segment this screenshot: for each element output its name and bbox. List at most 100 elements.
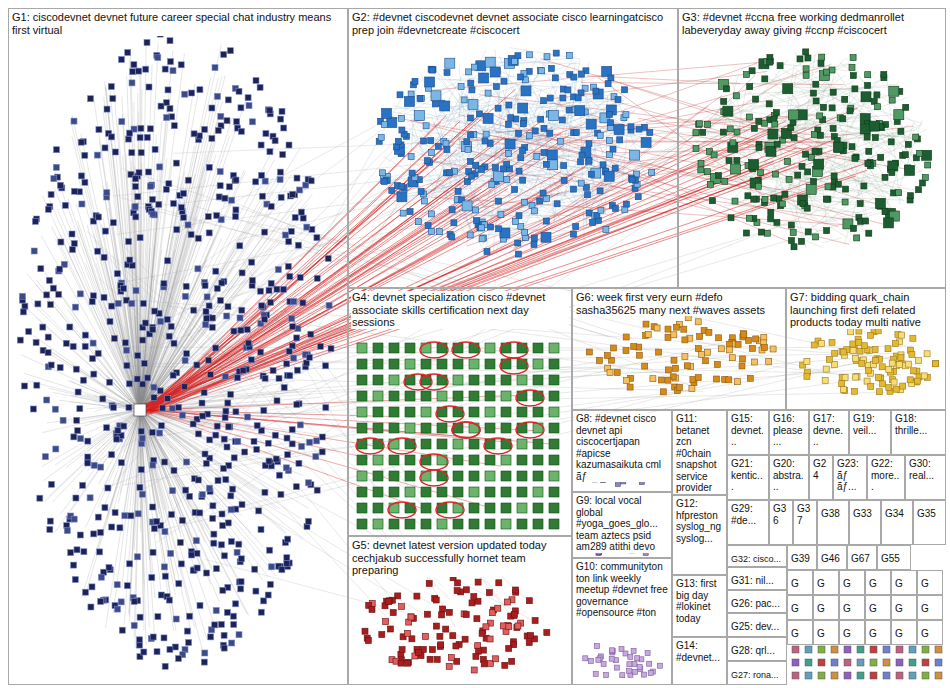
vertex-square <box>440 101 450 111</box>
network-edge <box>849 102 913 155</box>
network-edge <box>140 234 170 410</box>
vertex-square <box>482 138 488 144</box>
vertex-square <box>218 297 224 303</box>
network-edge <box>122 97 140 410</box>
vertex-square <box>91 462 97 468</box>
vertex-square <box>168 323 174 329</box>
vertex-square <box>280 152 286 158</box>
network-edge <box>86 410 141 527</box>
network-edge <box>140 410 277 509</box>
vertex-square <box>267 149 273 155</box>
network-edge <box>495 49 501 140</box>
network-edge <box>147 134 821 406</box>
vertex-square <box>111 335 117 341</box>
vertex-square <box>290 191 296 197</box>
vertex-square <box>425 223 431 229</box>
vertex-square <box>164 317 170 323</box>
vertex-square <box>286 239 292 245</box>
vertex-square <box>214 286 220 292</box>
vertex-square <box>408 91 414 97</box>
vertex-square <box>228 539 234 545</box>
vertex-square <box>399 184 405 190</box>
network-edge <box>806 116 857 196</box>
vertex-square <box>197 87 203 93</box>
network-edge <box>140 410 242 516</box>
vertex-square <box>71 241 77 247</box>
vertex-square <box>444 70 450 76</box>
vertex-square <box>593 89 603 99</box>
vertex-square <box>71 516 77 522</box>
network-edge <box>62 296 140 410</box>
vertex-square <box>249 259 255 265</box>
vertex-square <box>194 565 200 571</box>
vertex-square <box>395 138 401 144</box>
vertex-square <box>51 176 57 182</box>
vertex-square <box>238 105 244 111</box>
vertex-square <box>236 541 242 547</box>
vertex-square <box>458 84 464 90</box>
network-edge <box>140 410 177 588</box>
network-edge <box>78 176 140 410</box>
vertex-square <box>314 235 320 241</box>
vertex-square <box>44 397 50 403</box>
vertex-square <box>615 97 621 103</box>
vertex-square <box>612 165 618 171</box>
vertex-square <box>124 363 130 369</box>
network-edge <box>459 67 466 135</box>
vertex-square <box>49 481 55 487</box>
vertex-square <box>52 406 58 412</box>
vertex-square <box>496 198 502 204</box>
vertex-square <box>79 173 85 179</box>
vertex-square <box>102 505 108 511</box>
vertex-square <box>129 150 135 156</box>
vertex-square <box>165 396 171 402</box>
vertex-square <box>138 150 144 156</box>
vertex-square <box>149 575 155 581</box>
vertex-square <box>162 459 168 465</box>
vertex-square <box>234 549 240 555</box>
vertex-square <box>262 316 268 322</box>
network-edge <box>94 410 140 449</box>
vertex-square <box>810 90 816 96</box>
vertex-square <box>803 66 809 72</box>
vertex-square <box>171 468 177 474</box>
vertex-square <box>294 335 300 341</box>
vertex-square <box>226 184 232 190</box>
vertex-square <box>206 303 212 309</box>
network-edge <box>851 147 869 225</box>
network-edge <box>194 377 703 391</box>
vertex-square <box>162 529 168 535</box>
vertex-square <box>308 178 314 184</box>
network-edge <box>776 194 847 237</box>
vertex-square <box>85 438 91 444</box>
vertex-square <box>75 389 81 395</box>
vertex-square <box>593 88 599 94</box>
network-edge <box>752 91 900 148</box>
vertex-square <box>378 135 384 141</box>
vertex-square <box>268 203 274 209</box>
vertex-square <box>432 101 438 107</box>
vertex-square <box>195 431 201 437</box>
network-edge <box>152 122 441 408</box>
vertex-square <box>126 381 132 387</box>
network-edge <box>114 91 140 410</box>
network-edge <box>540 179 551 186</box>
vertex-square <box>622 207 628 213</box>
vertex-square <box>289 441 295 447</box>
vertex-square <box>504 177 510 183</box>
vertex-square <box>182 91 188 97</box>
network-edge <box>153 357 880 532</box>
network-edge <box>727 108 869 129</box>
vertex-square <box>72 577 78 583</box>
vertex-square <box>96 214 102 220</box>
vertex-square <box>539 68 545 74</box>
vertex-square <box>69 231 75 237</box>
vertex-square <box>169 405 175 411</box>
vertex-square <box>258 609 264 615</box>
vertex-square <box>197 510 203 516</box>
vertex-square <box>541 232 551 242</box>
network-edge <box>387 49 527 123</box>
vertex-square <box>734 157 740 163</box>
vertex-square <box>144 40 150 46</box>
